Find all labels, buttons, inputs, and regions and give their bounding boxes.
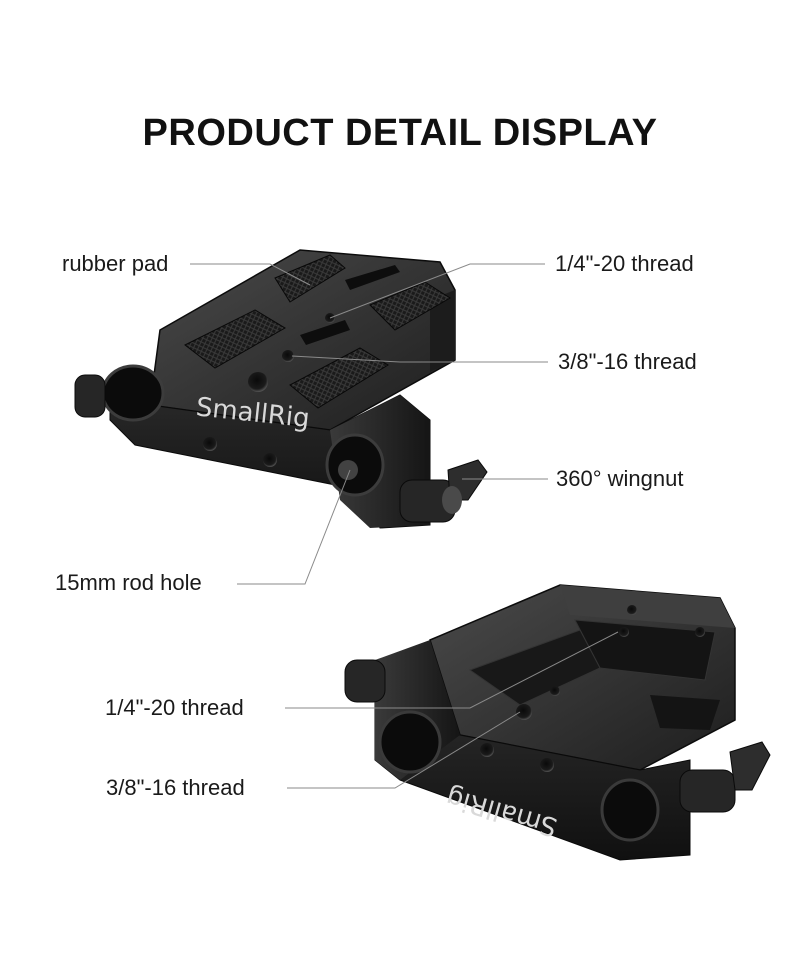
rubber-pad: [184, 254, 451, 409]
label-wingnut: 360° wingnut: [556, 466, 684, 491]
leader-lines-top: [190, 263, 548, 585]
rod-hole: [101, 364, 385, 497]
label-three-eighths-thread-top: 3/8"-16 thread: [558, 349, 697, 374]
wingnut: [399, 459, 488, 523]
label-rubber-pad: rubber pad: [62, 251, 169, 276]
page-title: PRODUCT DETAIL DISPLAY: [142, 112, 658, 154]
thread-hole-quarter: [282, 350, 294, 362]
label-three-eighths-thread-bottom: 3/8"-16 thread: [106, 775, 245, 800]
thread-hole-three-eighths: [248, 372, 268, 392]
label-quarter-thread-top: 1/4"-20 thread: [555, 251, 694, 276]
baseplate-top-view: SmallRig: [74, 249, 488, 529]
leader-lines-bottom: [285, 631, 619, 789]
thread-hole-quarter-bottom: [619, 627, 629, 637]
baseplate-bottom-view: SmallRig: [344, 584, 771, 861]
label-quarter-thread-bottom: 1/4"-20 thread: [105, 695, 244, 720]
thread-hole-three-eighths-bottom: [516, 704, 532, 720]
label-rod-hole: 15mm rod hole: [55, 570, 202, 595]
